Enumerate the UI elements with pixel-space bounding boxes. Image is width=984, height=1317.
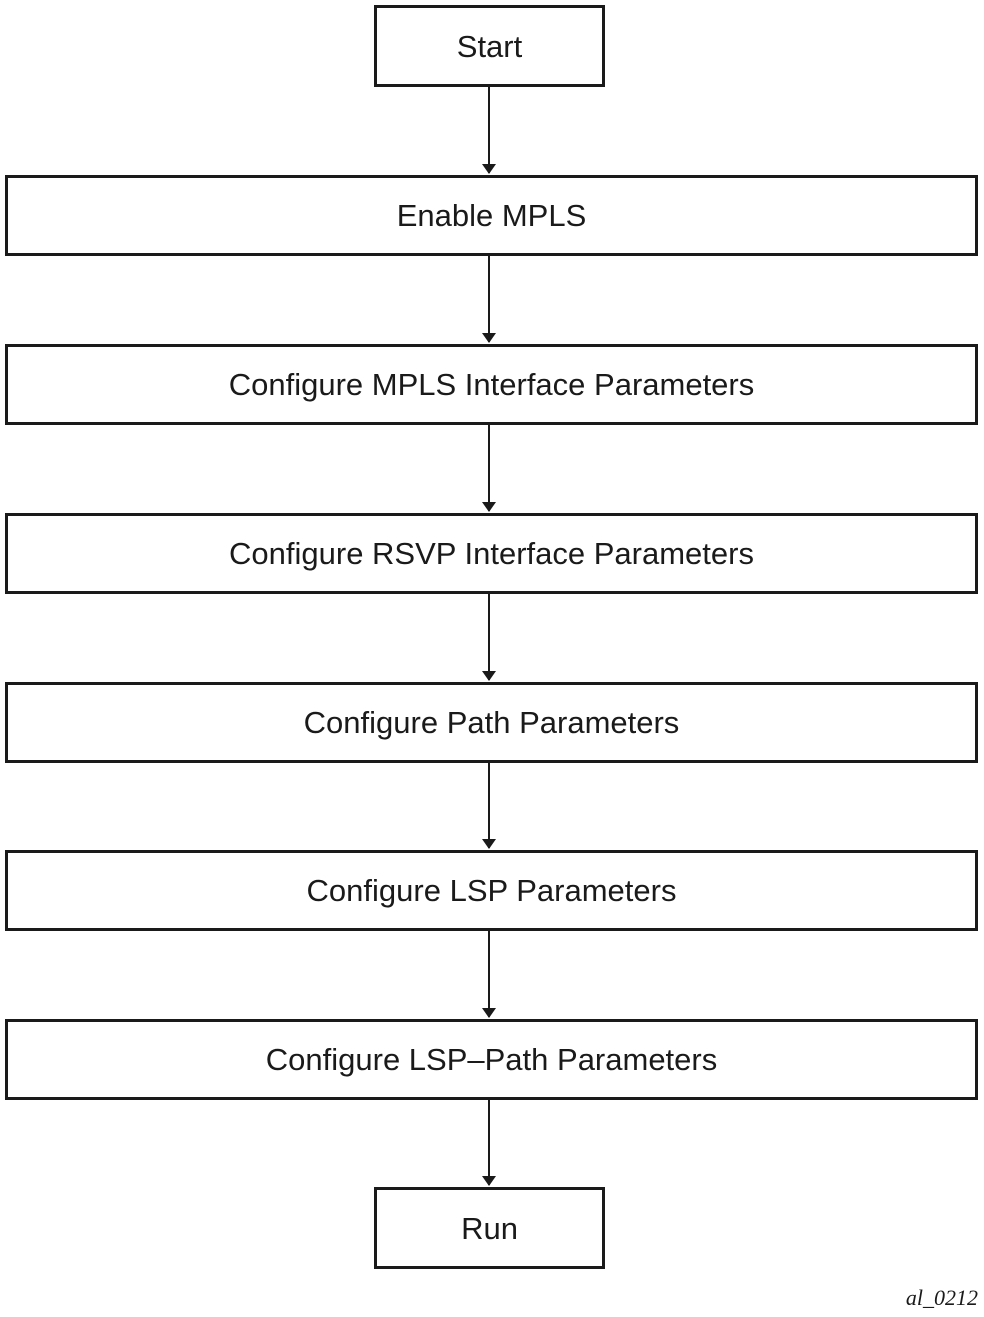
step-label: Configure Path Parameters [303, 705, 680, 740]
step-configure-path-parameters: Configure Path Parameters [5, 682, 978, 763]
step-configure-mpls-interface-parameters: Configure MPLS Interface Parameters [5, 344, 978, 425]
step-label: Configure LSP Parameters [306, 873, 677, 908]
step-label: Configure RSVP Interface Parameters [229, 536, 754, 571]
run-node: Run [374, 1187, 605, 1269]
step-configure-lsp-path-parameters: Configure LSP–Path Parameters [5, 1019, 978, 1100]
step-label: Configure MPLS Interface Parameters [228, 367, 755, 402]
start-node: Start [374, 5, 605, 87]
step-configure-rsvp-interface-parameters: Configure RSVP Interface Parameters [5, 513, 978, 594]
figure-id: al_0212 [905, 1285, 978, 1310]
step-label: Enable MPLS [396, 198, 587, 233]
step-enable-mpls: Enable MPLS [5, 175, 978, 256]
run-label: Run [461, 1210, 518, 1246]
start-label: Start [456, 28, 523, 64]
step-label: Configure LSP–Path Parameters [265, 1042, 718, 1077]
step-configure-lsp-parameters: Configure LSP Parameters [5, 850, 978, 931]
